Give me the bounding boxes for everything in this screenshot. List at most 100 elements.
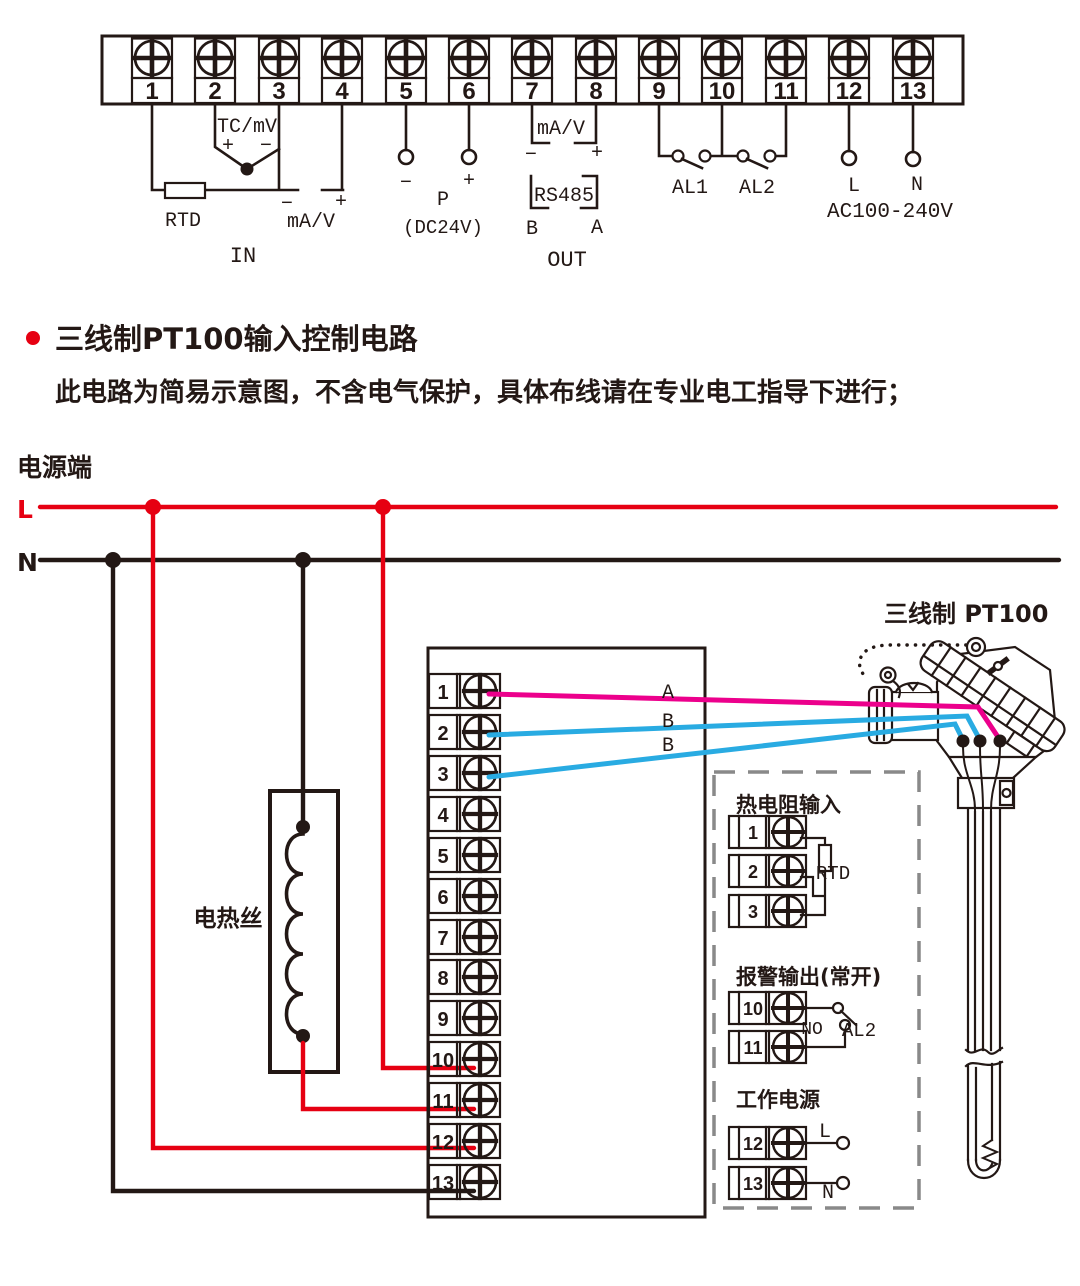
screw-icon (464, 757, 496, 789)
l-to-terminal12-wire (150, 504, 477, 1151)
screw-icon (464, 1166, 496, 1198)
mav-out-label: mA/V (537, 118, 585, 141)
probe-break-top (964, 1046, 1004, 1055)
screw-icon (464, 1002, 496, 1034)
mav-minus: − (281, 193, 293, 216)
screw-icon (464, 921, 496, 953)
center-terminal-7: 7 (427, 920, 502, 954)
center-terminal-6: 6 (427, 879, 502, 913)
sensor-wire-stubs (961, 745, 1002, 812)
center-terminal-11-number: 11 (432, 1091, 453, 1113)
chain-screw (965, 636, 987, 658)
rs485-brackets (529, 174, 599, 210)
top-terminal-7: 7 (510, 37, 554, 105)
wire-a (486, 691, 1003, 743)
detail-terminal-3: 3 (727, 893, 808, 929)
center-terminal-13-number: 13 (432, 1173, 454, 1195)
input-wiring: TC/mV + − RTD − mA/V + IN (150, 102, 347, 269)
bullet-icon (26, 331, 40, 345)
al2-detail-switch-arm (839, 1009, 858, 1027)
detail-terminal-13-number: 13 (743, 1174, 763, 1194)
top-terminal-7-number: 7 (525, 78, 538, 105)
screw-icon (773, 1168, 803, 1198)
tc-mv-label: TC/mV (217, 116, 277, 139)
power-detail-wires (799, 1141, 839, 1185)
rtd-resistor (163, 181, 207, 200)
center-terminal-4-number: 4 (437, 805, 449, 827)
center-terminal-2-number: 2 (437, 723, 448, 745)
rtd-label: RTD (165, 210, 201, 233)
center-terminal-1-number: 1 (437, 682, 448, 704)
detail-terminal-1: 1 (727, 814, 808, 850)
section-heading: 三线制PT100输入控制电路 此电路为简易示意图，不含电气保护，具体布线请在专业… (26, 322, 913, 408)
rs485-b: B (526, 218, 538, 241)
center-terminal-5-number: 5 (437, 846, 448, 868)
top-terminal-5: 5 (384, 37, 428, 105)
screw-icon (464, 1084, 496, 1116)
top-terminal-5-number: 5 (399, 78, 412, 105)
top-terminal-3: 3 (257, 37, 301, 105)
center-terminal-5: 5 (427, 838, 502, 872)
power-n-label: N (822, 1182, 834, 1205)
center-terminal-13: 13 (427, 1165, 502, 1199)
center-terminal-10: 10 (427, 1042, 502, 1076)
rs485-label: RS485 (534, 185, 594, 208)
wire-b2-label: B (662, 735, 674, 758)
l-to-terminal10-wire (380, 504, 477, 1071)
pt100-sensor: 三线制 PT100 (857, 600, 1066, 1179)
center-terminal-12: 12 (427, 1124, 502, 1158)
center-terminal-6-number: 6 (437, 887, 448, 909)
p-label: P (437, 189, 449, 212)
screw-icon (464, 1043, 496, 1075)
rtd-detail-label: RTD (816, 863, 850, 885)
sensor-neck (947, 755, 1038, 780)
top-terminal-11-number: 11 (773, 78, 798, 105)
center-terminal-8-number: 8 (437, 968, 448, 990)
center-terminal-10-number: 10 (432, 1050, 454, 1072)
top-terminal-12-number: 12 (836, 78, 863, 105)
sensor-wires: A B B (486, 682, 1007, 812)
top-terminal-11: 11 (764, 37, 808, 105)
center-terminal-block: 1 2 3 4 5 6 7 8 9 10 11 12 13 (426, 646, 707, 1219)
al1-label: AL1 (672, 177, 708, 200)
chain-ring (879, 666, 897, 684)
al2-detail-wires (799, 1006, 847, 1049)
screw-icon (464, 716, 496, 748)
mav-in-label: mA/V (287, 211, 335, 234)
heater-to-terminal11-wire (300, 1040, 477, 1112)
top-terminal-10: 10 (700, 37, 744, 105)
center-terminal-2: 2 (427, 715, 502, 749)
sensor-cap (919, 640, 1066, 759)
power-source-label: 电源端 (17, 453, 92, 482)
sensor-label: 三线制 PT100 (884, 600, 1048, 628)
screw-icon (464, 675, 496, 707)
sensor-clamp (956, 776, 1016, 810)
probe-tip (966, 1158, 1002, 1179)
mains-l: L (848, 175, 860, 198)
center-terminal-1: 1 (427, 674, 502, 708)
screw-icon (325, 41, 359, 75)
cap-tab (1005, 729, 1036, 759)
top-terminal-6-number: 6 (462, 78, 475, 105)
in-label: IN (230, 244, 256, 269)
top-terminal-1-number: 1 (145, 78, 158, 105)
tc-plus: + (222, 135, 234, 158)
detail-terminal-2: 2 (727, 853, 808, 889)
top-terminal-13-number: 13 (900, 78, 927, 105)
p-minus: − (400, 172, 412, 195)
alarm-wiring: AL1 AL2 (657, 102, 788, 200)
top-terminal-10-number: 10 (709, 78, 736, 105)
detail-box-border (712, 770, 921, 1210)
section-note: 此电路为简易示意图，不含电气保护，具体布线请在专业电工指导下进行； (55, 377, 913, 408)
top-terminal-8-number: 8 (589, 78, 602, 105)
top-terminal-2: 2 (193, 37, 237, 105)
out-label: OUT (547, 248, 587, 273)
al1-switch-arm (680, 157, 704, 170)
detail-terminal-13: 13 (727, 1165, 808, 1201)
detail-terminal-11-number: 11 (743, 1038, 762, 1058)
rtd-input-title: 热电阻输入 (736, 793, 841, 817)
center-terminal-4: 4 (427, 797, 502, 831)
screw-icon (705, 41, 739, 75)
center-terminal-9: 9 (427, 1001, 502, 1035)
